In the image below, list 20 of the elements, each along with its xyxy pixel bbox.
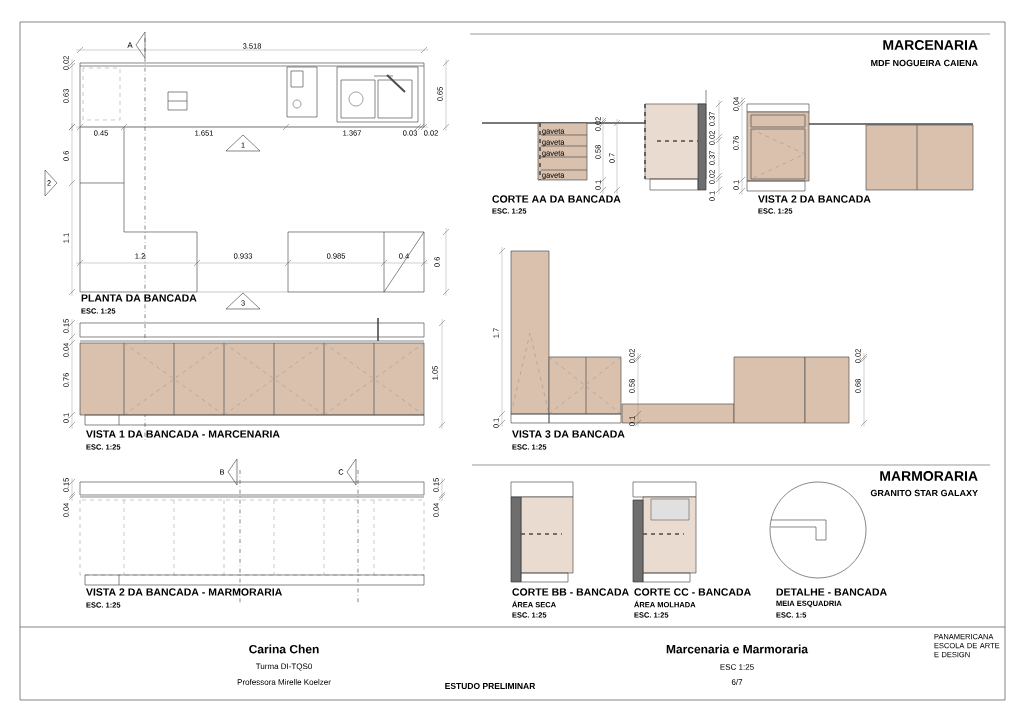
sheet-number: 6/7 — [731, 679, 743, 685]
section-heading: MARCENARIA — [883, 40, 978, 50]
stage-text: ESTUDO PRELIMINAR — [445, 683, 536, 689]
view-title: VISTA 1 DA BANCADA - MARCENARIA — [86, 430, 280, 438]
view-title: VISTA 2 DA BANCADA — [758, 195, 871, 203]
view-title: CORTE BB - BANCADA — [512, 588, 629, 596]
author-name: Carina Chen — [249, 644, 319, 654]
view-title: CORTE CC - BANCADA — [634, 588, 751, 596]
material-note: GRANITO STAR GALAXY — [870, 489, 978, 497]
view-title: CORTE AA DA BANCADA — [492, 195, 621, 203]
view-title: PLANTA DA BANCADA — [81, 294, 197, 302]
view-title: VISTA 3 DA BANCADA — [512, 430, 625, 438]
teacher-text: Professora Mirelle Koelzer — [237, 679, 331, 685]
view-title: VISTA 2 DA BANCADA - MARMORARIA — [86, 588, 282, 596]
material-note: MDF NOGUEIRA CAIENA — [871, 59, 978, 67]
section-heading: MARMORARIA — [880, 471, 978, 481]
class-text: Turma DI-TQS0 — [255, 663, 312, 671]
scale-note: ESC 1:25 — [720, 664, 754, 670]
sheet-title: Marcenaria e Marmoraria — [666, 644, 809, 654]
view-title: DETALHE - BANCADA — [776, 588, 887, 596]
